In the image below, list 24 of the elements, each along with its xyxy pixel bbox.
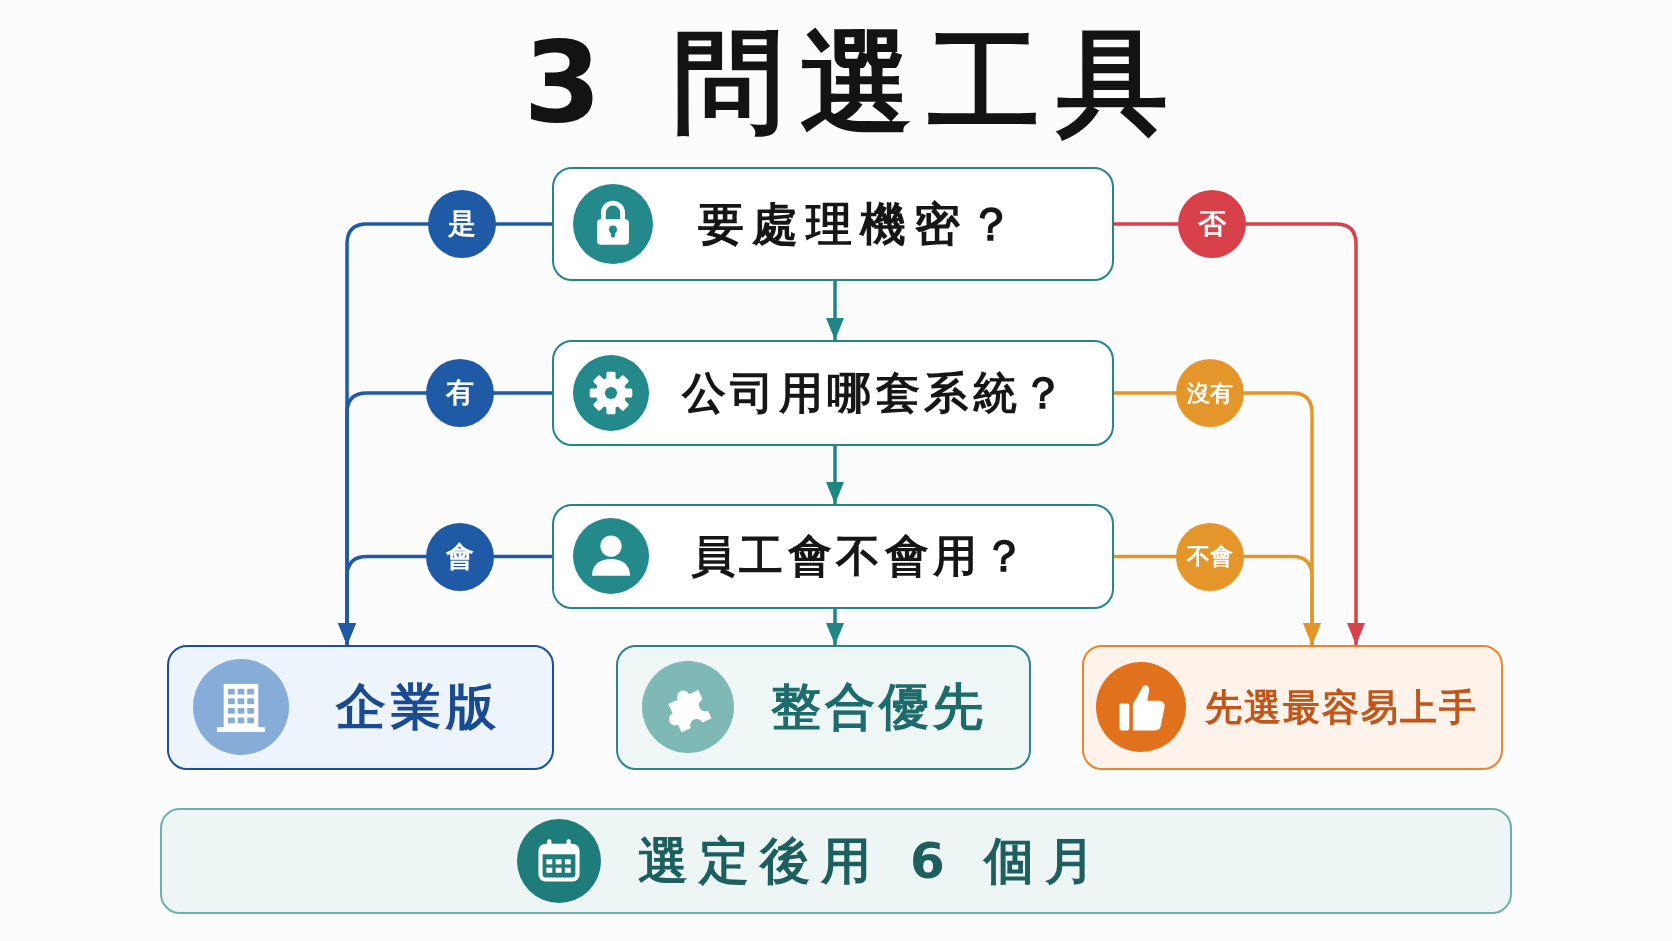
- result-box: [167, 645, 554, 770]
- question-text: 員工會不會用？: [690, 534, 1030, 578]
- banner-box: [160, 808, 1512, 914]
- result-text: 先選最容易上手: [1204, 688, 1478, 726]
- arrow: [826, 446, 844, 504]
- edge-label: 沒有: [1176, 359, 1244, 427]
- question-text: 公司用哪套系統？: [681, 370, 1070, 415]
- arrow: [1114, 222, 1365, 645]
- result-text: 整合優先: [770, 682, 987, 732]
- question-box: [552, 167, 1114, 281]
- result-box: [616, 645, 1031, 770]
- edge-label: 是: [428, 190, 496, 258]
- edge-label: 否: [1178, 190, 1246, 258]
- question-box: [552, 504, 1114, 609]
- question-text: 要處理機密？: [697, 200, 1022, 247]
- edge-label: 會: [426, 522, 494, 591]
- banner-text: 選定後用 6 個月: [637, 835, 1107, 886]
- arrow: [826, 609, 844, 645]
- edge-label: 不會: [1176, 522, 1244, 591]
- arrow: [826, 281, 844, 340]
- result-box: [1082, 645, 1503, 770]
- edge-label: 有: [426, 359, 494, 427]
- result-text: 企業版: [335, 682, 501, 732]
- question-box: [552, 340, 1114, 446]
